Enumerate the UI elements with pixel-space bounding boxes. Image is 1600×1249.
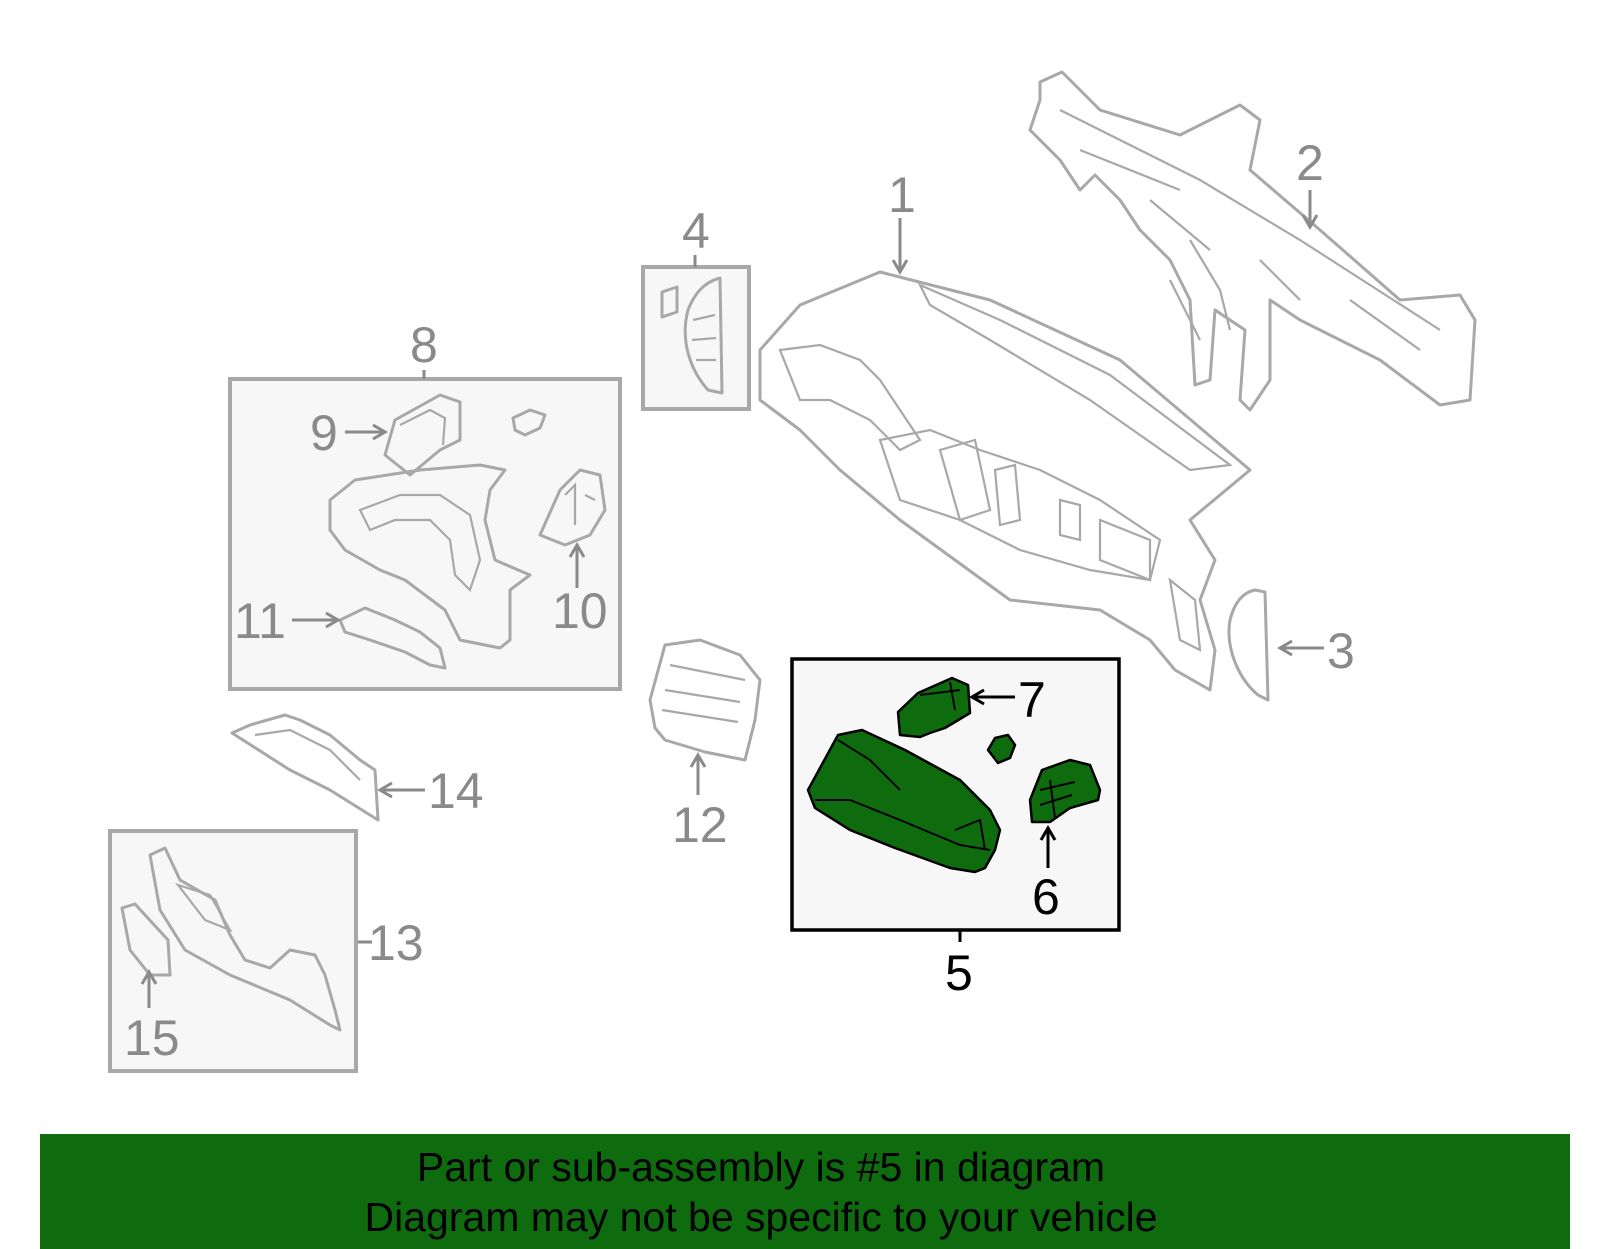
callout-6: 6 [1032, 869, 1060, 925]
part-5-group [790, 657, 1121, 932]
part-2-crossmember [1028, 70, 1477, 412]
leader-7 [969, 688, 1015, 706]
part-4-group [641, 265, 751, 411]
leader-6 [1039, 825, 1057, 868]
part-13-group [108, 829, 358, 1073]
part-8-group [228, 377, 622, 691]
info-banner: Part or sub-assembly is #5 in diagram Di… [40, 1134, 1570, 1249]
part-14-bracket [230, 713, 380, 822]
callout-2: 2 [1296, 135, 1324, 191]
callout-8: 8 [410, 317, 438, 373]
leader-lines [140, 190, 1324, 1008]
callout-7: 7 [1018, 672, 1046, 728]
part-5-glove-box [806, 728, 1002, 874]
leader-15 [140, 969, 158, 1008]
callout-11: 11 [234, 593, 286, 649]
callout-12: 12 [672, 797, 728, 853]
part-1-instrument-panel [758, 270, 1252, 692]
leader-12 [689, 752, 707, 795]
part-12-vent [648, 638, 762, 762]
callout-10: 10 [552, 583, 608, 639]
callout-5: 5 [945, 945, 973, 1001]
part-3-end-cover [1227, 588, 1270, 702]
callout-3: 3 [1327, 623, 1355, 679]
leader-11 [292, 611, 341, 629]
leader-2 [1301, 190, 1319, 230]
callout-labels: 1 2 3 4 5 6 7 8 9 10 11 12 13 14 15 [124, 135, 1355, 1066]
part-5-clip [986, 733, 1017, 765]
leader-1 [891, 218, 909, 275]
leader-9 [345, 423, 388, 441]
callout-4: 4 [682, 203, 710, 259]
leader-3 [1277, 639, 1324, 657]
callout-1: 1 [888, 167, 916, 223]
leader-14 [377, 781, 425, 799]
part-6-highlight [1028, 758, 1102, 824]
leader-10 [568, 542, 586, 588]
callout-9: 9 [310, 405, 338, 461]
callout-14: 14 [428, 763, 484, 819]
callout-15: 15 [124, 1010, 180, 1066]
callout-13: 13 [368, 915, 424, 971]
banner-line-1: Part or sub-assembly is #5 in diagram [416, 1144, 1106, 1190]
banner-line-2: Diagram may not be specific to your vehi… [364, 1194, 1158, 1240]
